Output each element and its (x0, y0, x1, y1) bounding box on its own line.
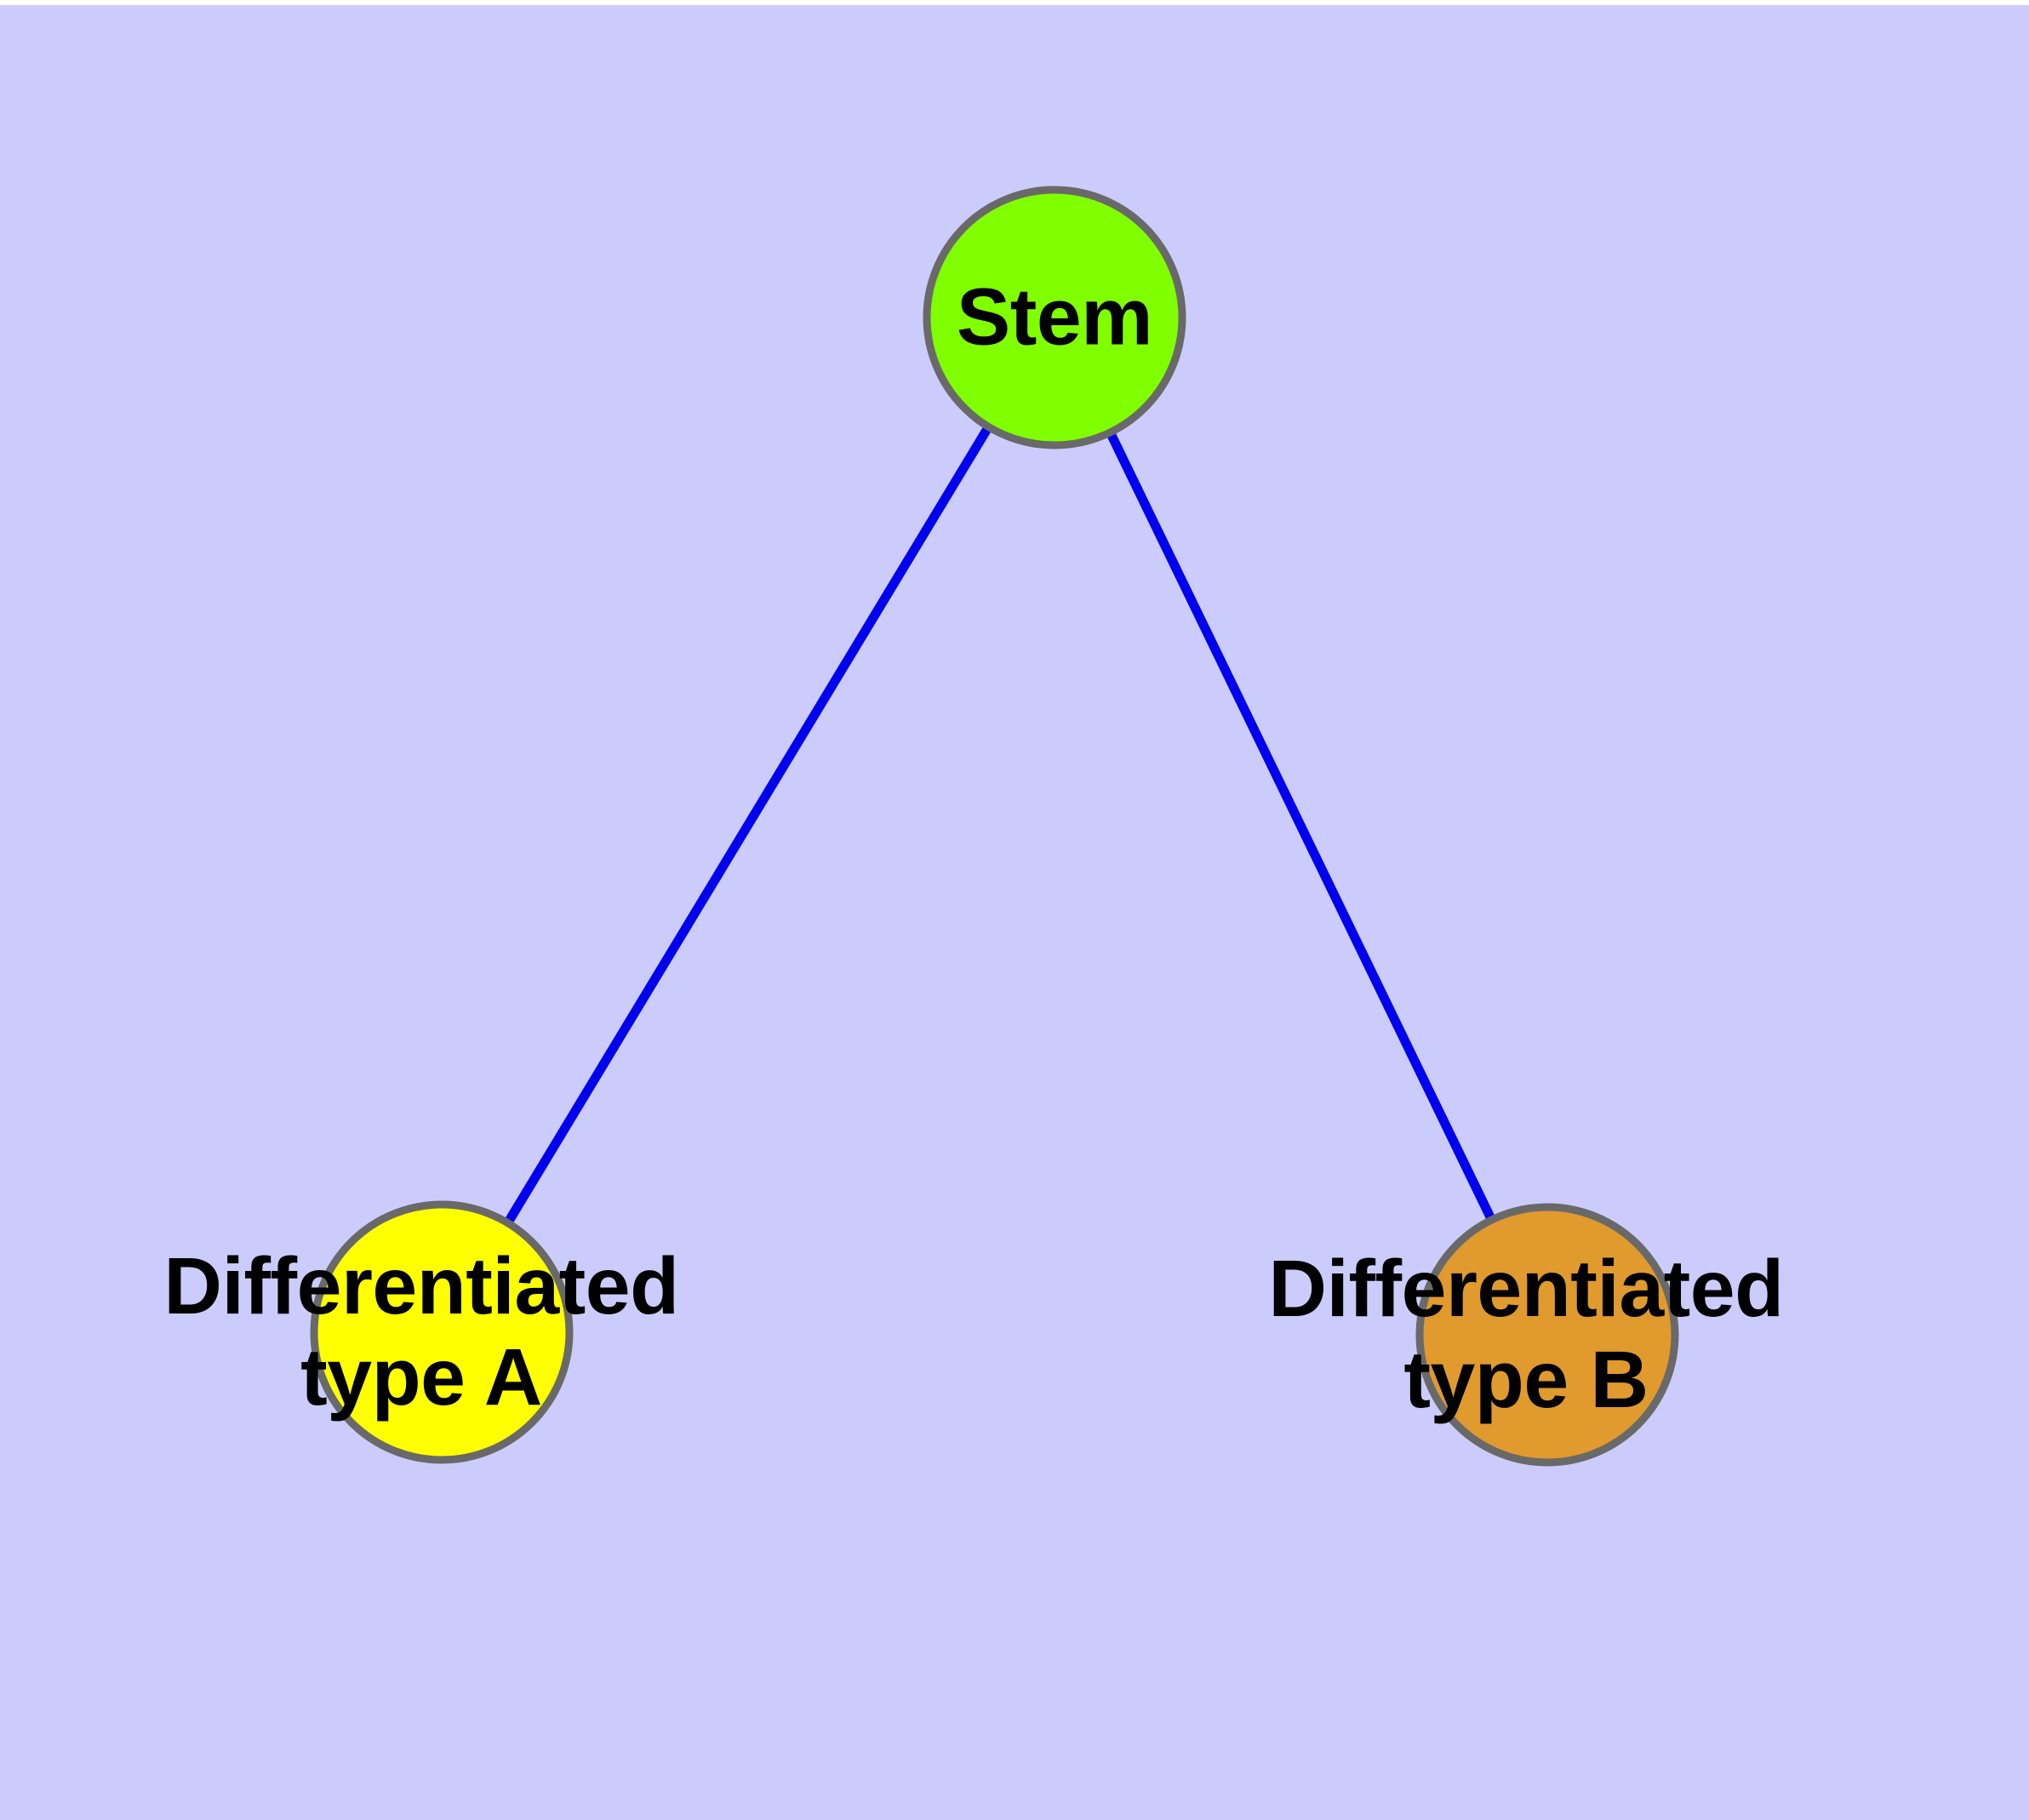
node-stem[interactable] (923, 186, 1186, 449)
edge-stem-to-differentiated-type-b[interactable] (1103, 426, 1499, 1227)
node-layer (310, 186, 1679, 1467)
edge-stem-to-differentiated-type-a[interactable] (500, 420, 996, 1230)
node-differentiated-type-a[interactable] (310, 1200, 574, 1464)
node-differentiated-type-b[interactable] (1415, 1203, 1679, 1467)
edge-layer (500, 420, 1499, 1230)
